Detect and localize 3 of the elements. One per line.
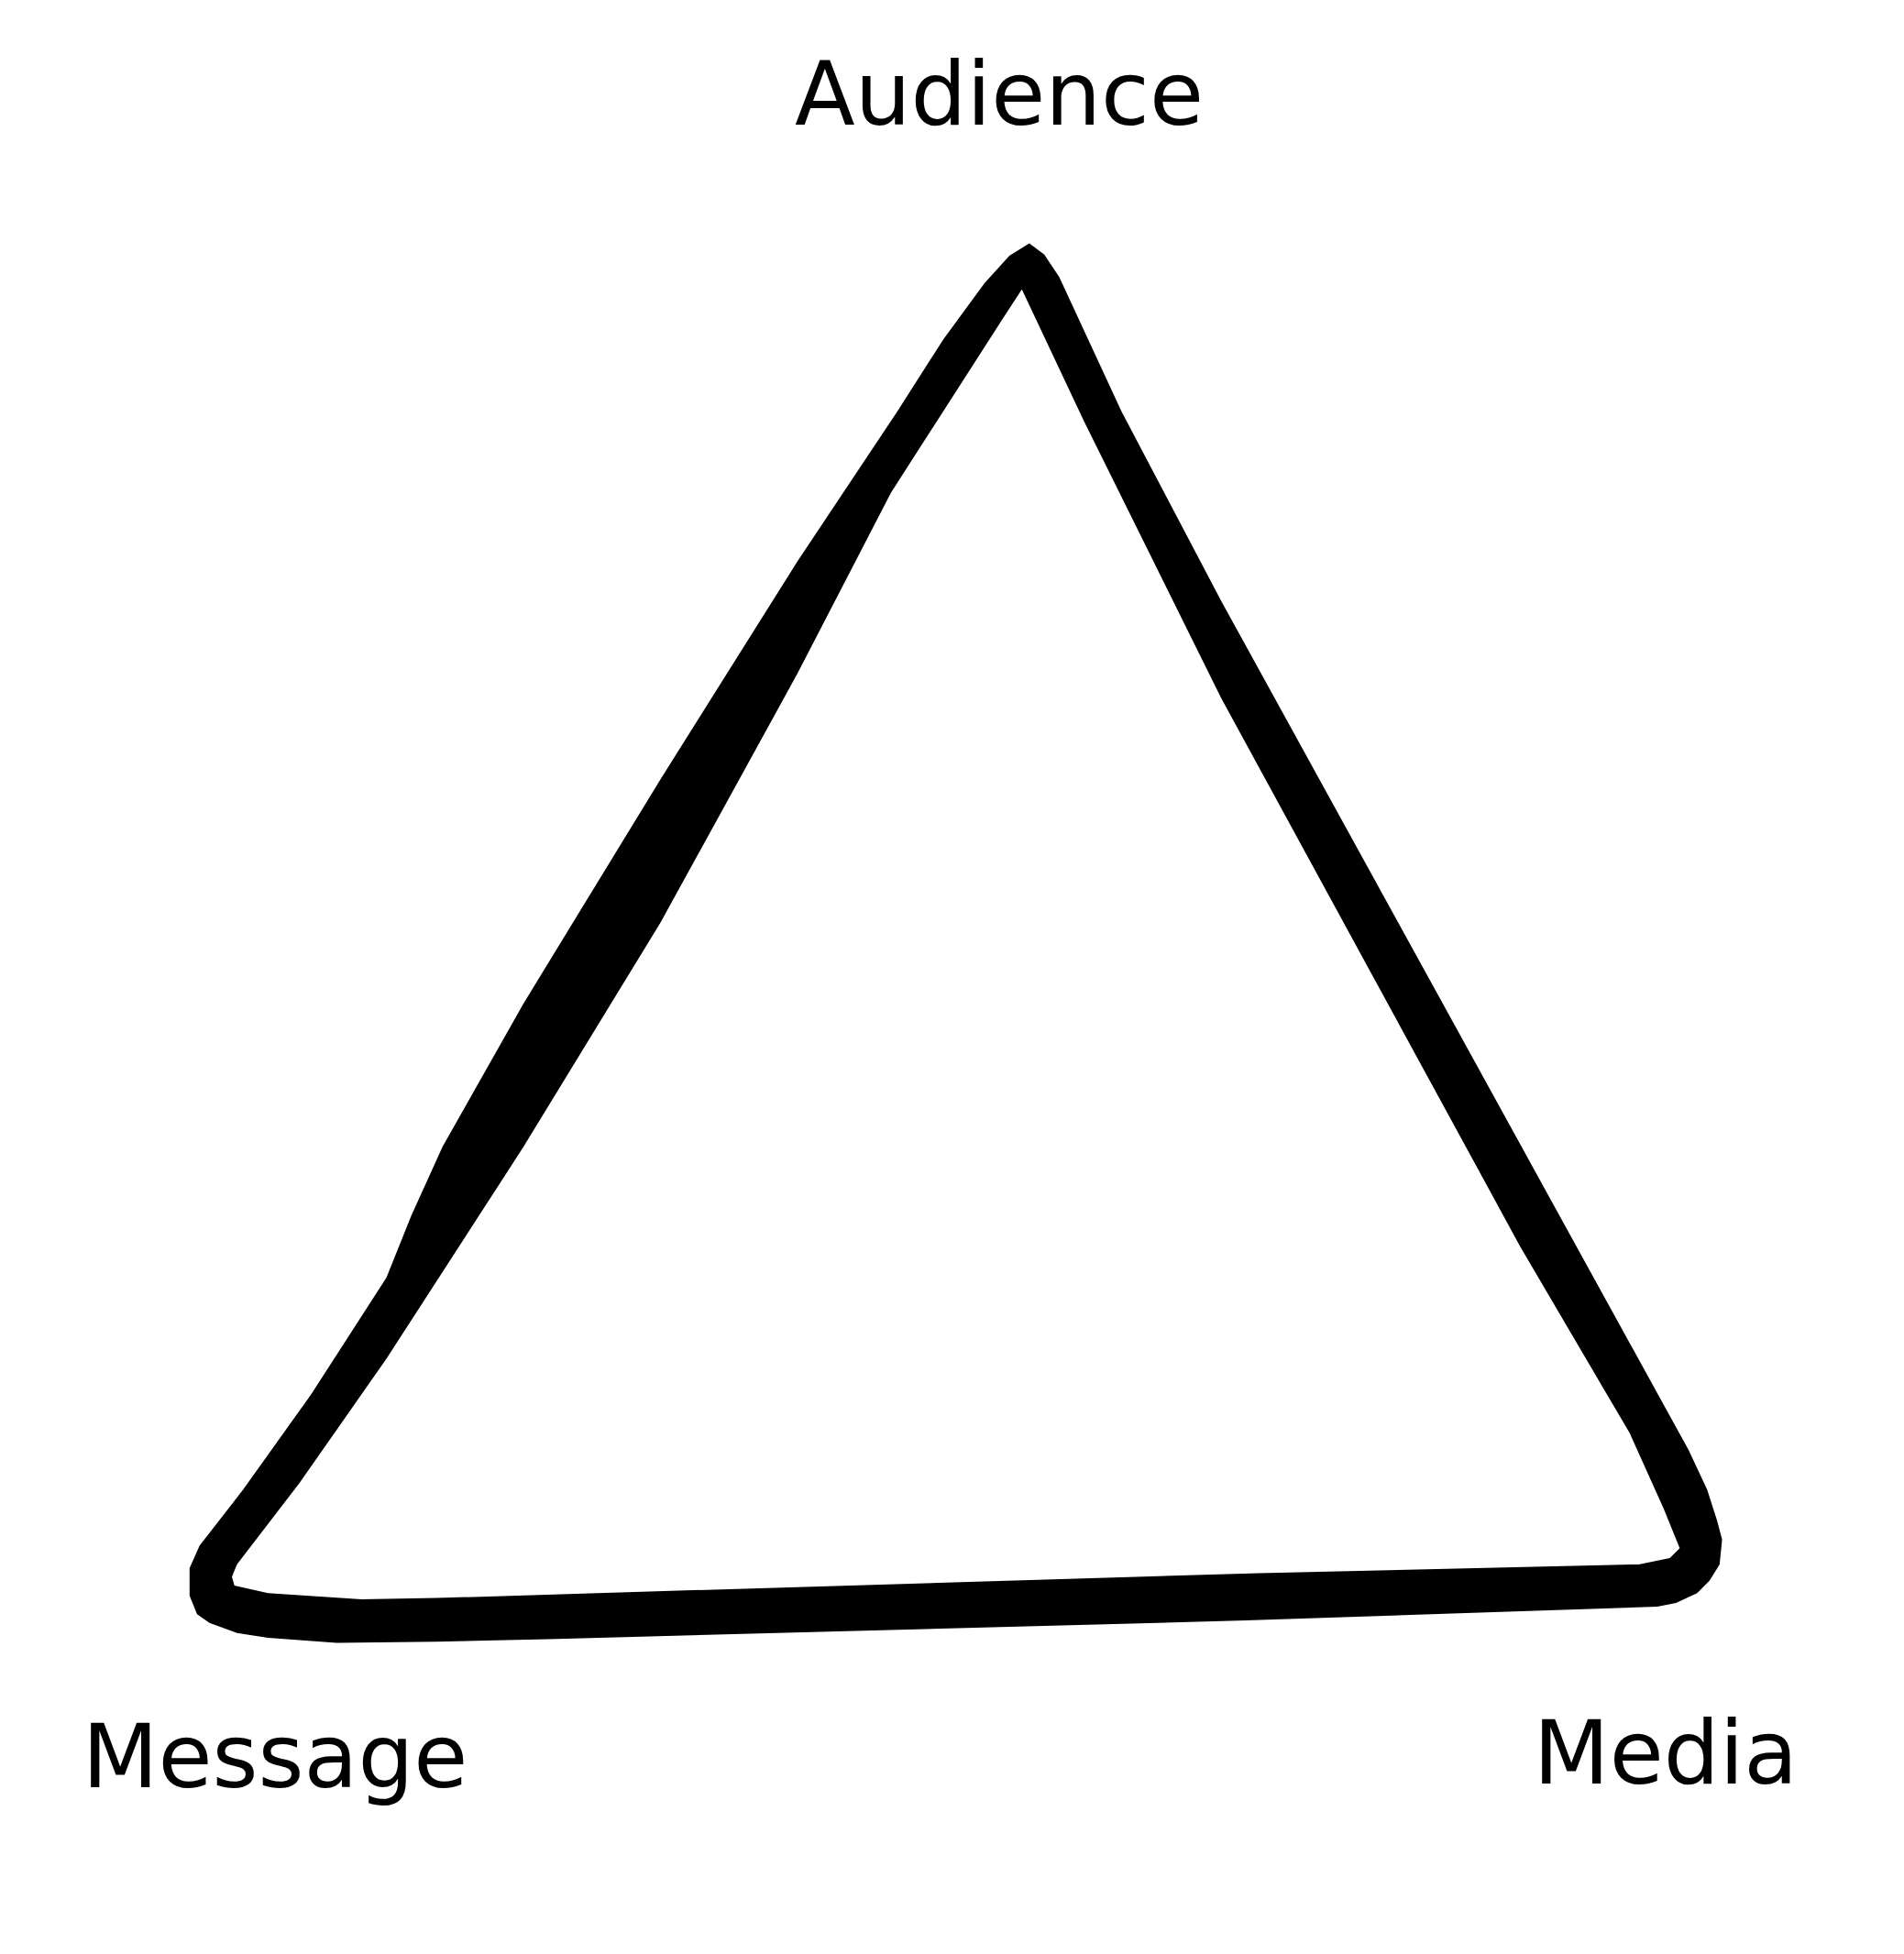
vertex-label: Media <box>1533 1703 1799 1805</box>
vertex-label: Message <box>82 1707 468 1808</box>
vertex-label: Audience <box>795 44 1204 146</box>
